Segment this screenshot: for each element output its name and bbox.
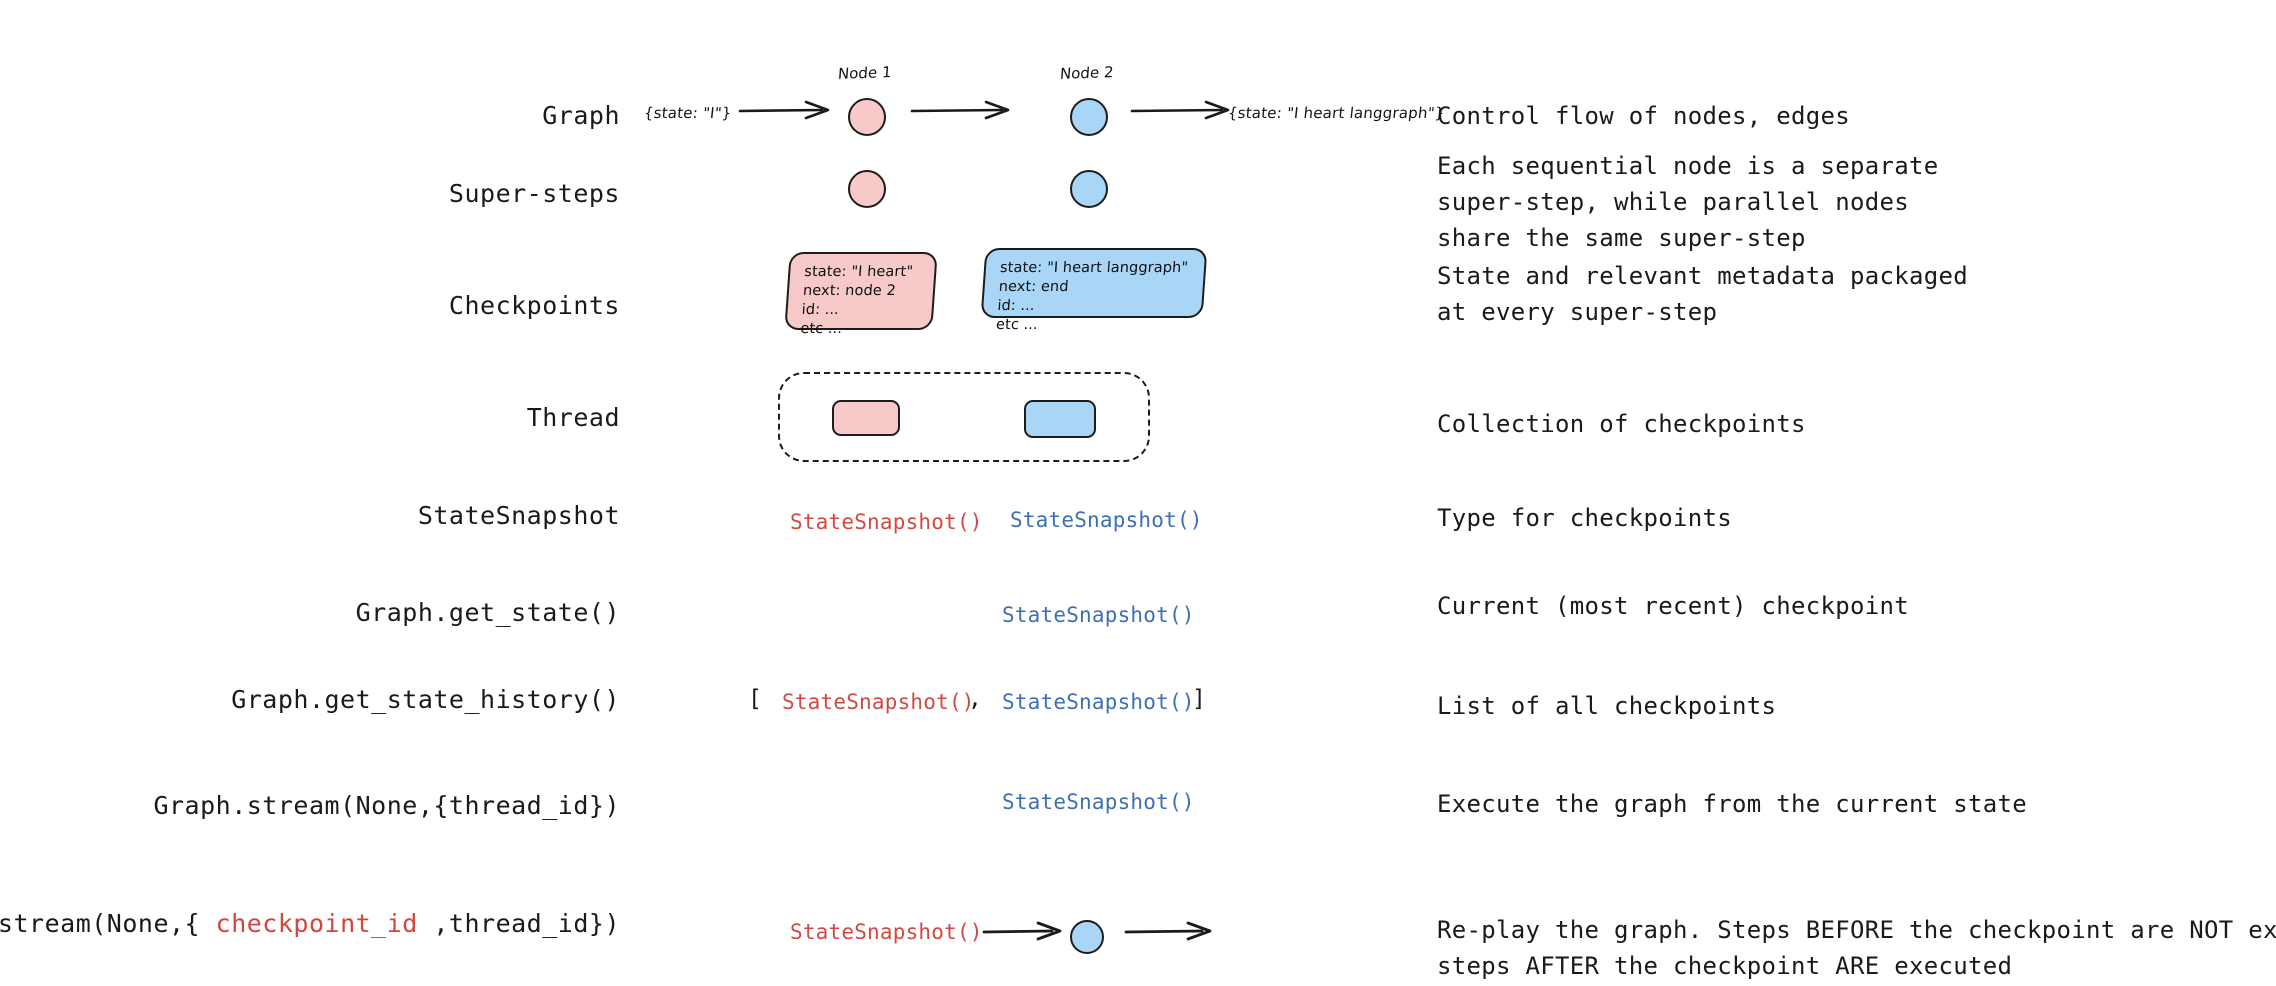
arrow-start-to-node1 [738, 100, 830, 120]
stream-label-prefix: Graph.stream(None,{ [0, 909, 201, 938]
list-bracket-open: [ [748, 686, 762, 712]
row-label-get-state: Graph.get_state() [355, 598, 620, 627]
history-snapshot-token-red: StateSnapshot() [782, 690, 975, 714]
stream-label-checkpoint-id: checkpoint_id [215, 909, 418, 938]
checkpoint-card-blue: state: "I heart langgraph" next: end id:… [980, 248, 1208, 333]
row-label-get-state-history: Graph.get_state_history() [231, 685, 620, 714]
row-label-graph: Graph [542, 101, 620, 130]
arrow-node2-to-end [1130, 100, 1230, 120]
row-description-super-steps: Each sequential node is a separate super… [1437, 152, 1939, 252]
row-description-checkpoints: State and relevant metadata packaged at … [1437, 262, 1968, 326]
row-label-checkpoints: Checkpoints [448, 291, 620, 320]
list-bracket-close: ] [1192, 686, 1206, 712]
row-label-stream-checkpoint: Graph.stream(None,{ checkpoint_id ,threa… [0, 908, 620, 939]
thread-checkpoint-chip-blue [1024, 400, 1096, 438]
arrow-replay-to-node [982, 921, 1062, 941]
row-description-stream-checkpoint: Re-play the graph. Steps BEFORE the chec… [1437, 916, 2276, 980]
replay-node2-circle [1070, 920, 1104, 954]
node2-caption: Node 2 [1059, 63, 1115, 83]
history-snapshot-token-blue: StateSnapshot() [1002, 690, 1195, 714]
row-label-super-steps: Super-steps [448, 179, 620, 208]
arrow-replay-node-to-end [1124, 921, 1212, 941]
super-step-node1-circle [848, 170, 886, 208]
row-label-statesnapshot: StateSnapshot [417, 501, 620, 530]
row-description-get-state: Current (most recent) checkpoint [1437, 592, 1909, 620]
statesnapshot-token-red: StateSnapshot() [790, 510, 983, 534]
output-state-text: {state: "I heart langgraph"} [1227, 104, 1446, 122]
get-state-snapshot-token: StateSnapshot() [1002, 603, 1195, 627]
node1-caption: Node 1 [837, 63, 893, 83]
replay-snapshot-token: StateSnapshot() [790, 920, 983, 944]
list-comma: , [968, 686, 982, 712]
node2-circle [1070, 98, 1108, 136]
input-state-text: {state: "I"} [643, 104, 733, 122]
row-description-get-state-history: List of all checkpoints [1437, 692, 1777, 720]
row-description-statesnapshot: Type for checkpoints [1437, 504, 1732, 532]
stream-snapshot-token: StateSnapshot() [1002, 790, 1195, 814]
checkpoint-card-pink: state: "I heart" next: node 2 id: ... et… [784, 252, 938, 337]
row-label-stream-thread: Graph.stream(None,{thread_id}) [153, 791, 620, 820]
stream-label-suffix: ,thread_id}) [417, 909, 620, 938]
statesnapshot-token-blue: StateSnapshot() [1010, 508, 1203, 532]
node1-circle [848, 98, 886, 136]
thread-dashed-container [778, 372, 1150, 462]
row-description-thread: Collection of checkpoints [1437, 410, 1806, 438]
super-step-node2-circle [1070, 170, 1108, 208]
row-description-stream-thread: Execute the graph from the current state [1437, 790, 2027, 818]
row-label-thread: Thread [526, 403, 620, 432]
thread-checkpoint-chip-pink [832, 400, 900, 436]
row-description-graph: Control flow of nodes, edges [1437, 102, 1850, 130]
arrow-node1-to-node2 [910, 100, 1010, 120]
